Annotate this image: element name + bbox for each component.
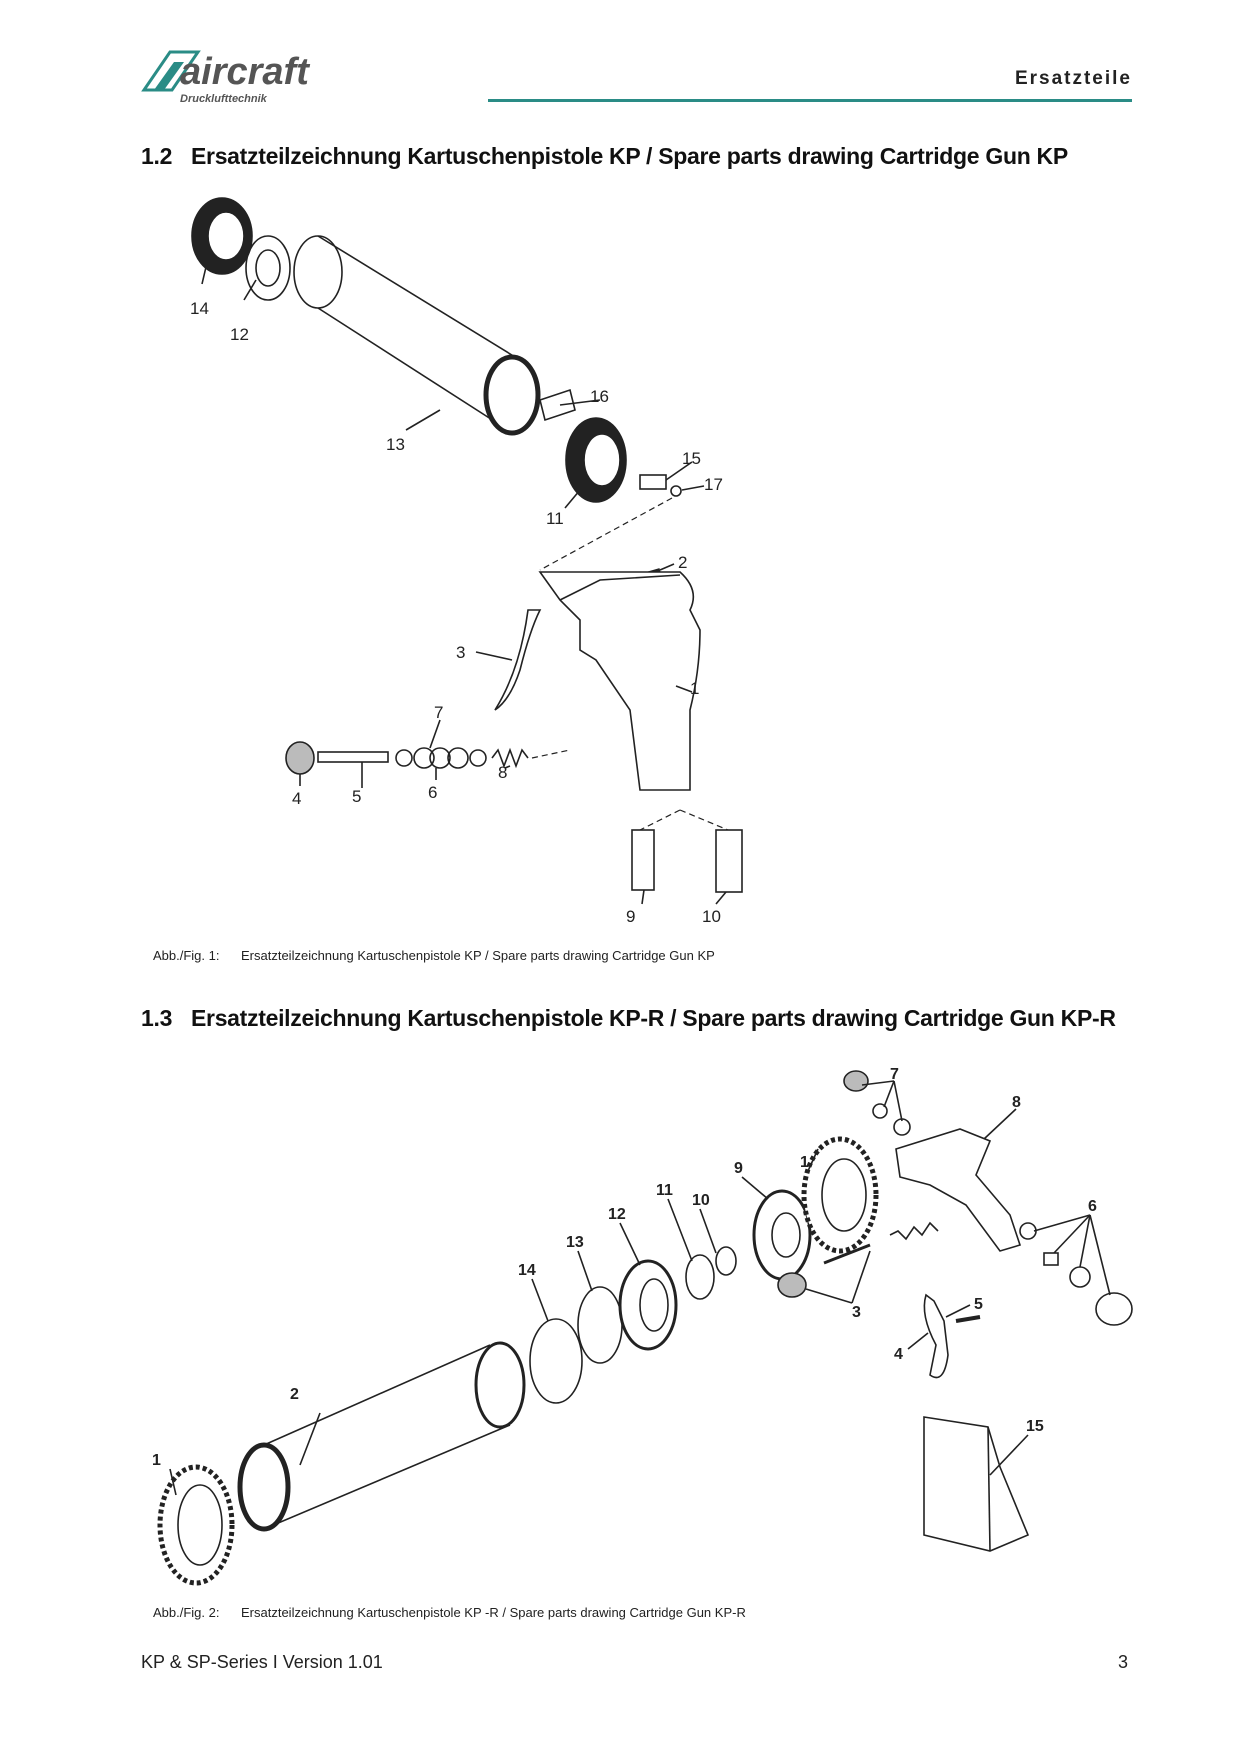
brand-wordmark: aircraft [180, 51, 310, 93]
part-label: 11 [546, 509, 564, 528]
section-heading-kp-r: 1.3 Ersatzteilzeichnung Kartuschenpistole… [141, 1005, 1116, 1032]
section-number: 1.2 [141, 143, 173, 169]
section-heading-kp: 1.2 Ersatzteilzeichnung Kartuschenpistole… [141, 143, 1068, 170]
aircraft-logo: aircraft Drucklufttechnik [141, 50, 310, 105]
part-label: 8 [1012, 1094, 1021, 1111]
part-label: 4 [292, 789, 301, 808]
section-number: 1.3 [141, 1005, 173, 1031]
part-label: 1 [152, 1452, 161, 1469]
footer-series-version: KP & SP-Series I Version 1.01 [141, 1652, 383, 1672]
part-label: 4 [894, 1346, 903, 1363]
figure-caption-1: Abb./Fig. 1: Ersatzteilzeichnung Kartusch… [153, 948, 715, 963]
part-label: 14 [190, 299, 209, 318]
part-label: 6 [1088, 1198, 1097, 1215]
part-label: 3 [852, 1304, 861, 1321]
part-label: 1 [800, 1154, 809, 1171]
part-label: 3 [456, 643, 465, 662]
part-label: 6 [428, 783, 437, 802]
part-label: 10 [702, 907, 721, 926]
part-label: 7 [890, 1066, 899, 1083]
part-label: 15 [682, 449, 701, 468]
part-label: 7 [434, 703, 443, 722]
part-label: 9 [734, 1160, 743, 1177]
brand-subline: Drucklufttechnik [180, 93, 268, 105]
caption-label: Abb./Fig. 2: [153, 1605, 220, 1620]
part-label: 1 [690, 679, 699, 698]
part-label: 12 [230, 325, 249, 344]
figure-caption-2: Abb./Fig. 2: Ersatzteilzeichnung Kartusch… [153, 1605, 746, 1620]
part-label: 9 [626, 907, 635, 926]
header-divider [488, 99, 1132, 102]
part-label: 13 [566, 1234, 584, 1251]
section-title: Ersatzteilzeichnung Kartuschenpistole KP… [191, 1005, 1116, 1031]
spare-parts-drawing-kp: 14 12 13 16 15 17 11 2 3 1 7 8 4 5 6 9 1… [190, 197, 743, 926]
part-label: 15 [1026, 1418, 1044, 1435]
caption-text: Ersatzteilzeichnung Kartuschenpistole KP… [241, 1605, 746, 1620]
header-title: Ersatzteile [1014, 68, 1132, 89]
part-label: 2 [290, 1386, 299, 1403]
part-label: 17 [704, 475, 723, 494]
part-label: 5 [352, 787, 361, 806]
part-label: 12 [608, 1206, 626, 1223]
part-label: 11 [656, 1182, 673, 1199]
part-label: 16 [590, 387, 609, 406]
part-label: 8 [498, 763, 507, 782]
part-label: 5 [974, 1296, 983, 1313]
part-label: 14 [518, 1262, 536, 1279]
spare-parts-drawing-kp-r: 7 8 1 10 9 11 12 13 14 6 3 5 4 2 1 15 [152, 1066, 1133, 1586]
part-label: 13 [386, 435, 405, 454]
caption-label: Abb./Fig. 1: [153, 948, 220, 963]
caption-text: Ersatzteilzeichnung Kartuschenpistole KP… [241, 948, 715, 963]
section-title: Ersatzteilzeichnung Kartuschenpistole KP… [191, 143, 1068, 169]
page-number: 3 [1117, 1652, 1128, 1672]
part-label: 10 [692, 1192, 710, 1209]
part-label: 2 [678, 553, 687, 572]
